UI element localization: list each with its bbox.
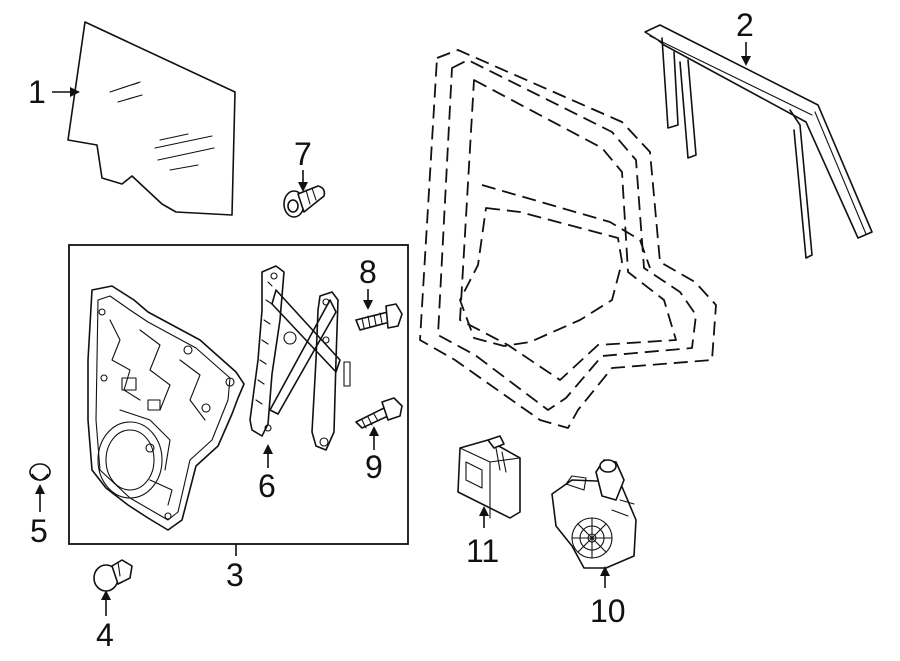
part-3-regulator-assembly-box: 6 8 9 bbox=[68, 244, 409, 545]
svg-text:1: 1 bbox=[28, 74, 46, 110]
callout-5: 5 bbox=[30, 484, 48, 549]
part-9-bolt bbox=[355, 397, 403, 429]
part-5-plug bbox=[29, 463, 51, 481]
svg-text:4: 4 bbox=[96, 617, 114, 653]
svg-text:5: 5 bbox=[30, 513, 48, 549]
callout-6: 6 bbox=[258, 444, 276, 504]
callout-9: 9 bbox=[365, 426, 383, 485]
callout-4: 4 bbox=[96, 590, 114, 653]
callout-2: 2 bbox=[736, 7, 754, 66]
svg-text:6: 6 bbox=[258, 468, 276, 504]
svg-text:2: 2 bbox=[736, 7, 754, 43]
svg-text:7: 7 bbox=[294, 136, 312, 172]
part-1-door-glass bbox=[67, 21, 236, 216]
part-8-bolt bbox=[355, 303, 403, 331]
callout-10: 10 bbox=[590, 566, 626, 629]
part-11-control-module bbox=[457, 435, 521, 519]
callout-3: 3 bbox=[226, 544, 244, 593]
svg-text:9: 9 bbox=[365, 449, 383, 485]
callout-11: 11 bbox=[466, 506, 499, 569]
part-2-glass-run-channel bbox=[644, 24, 873, 259]
part-6-window-regulator bbox=[249, 265, 351, 451]
svg-text:10: 10 bbox=[590, 593, 626, 629]
part-10-regulator-motor bbox=[551, 459, 637, 569]
callout-1: 1 bbox=[28, 74, 80, 110]
door-shell-outline bbox=[419, 49, 717, 429]
callout-7: 7 bbox=[294, 136, 312, 192]
part-7-clip bbox=[283, 185, 326, 218]
callout-8: 8 bbox=[359, 254, 377, 310]
svg-text:8: 8 bbox=[359, 254, 377, 290]
svg-text:3: 3 bbox=[226, 557, 244, 593]
svg-text:11: 11 bbox=[466, 533, 499, 569]
carrier-plate bbox=[87, 285, 245, 531]
part-4-grommet bbox=[93, 559, 133, 592]
